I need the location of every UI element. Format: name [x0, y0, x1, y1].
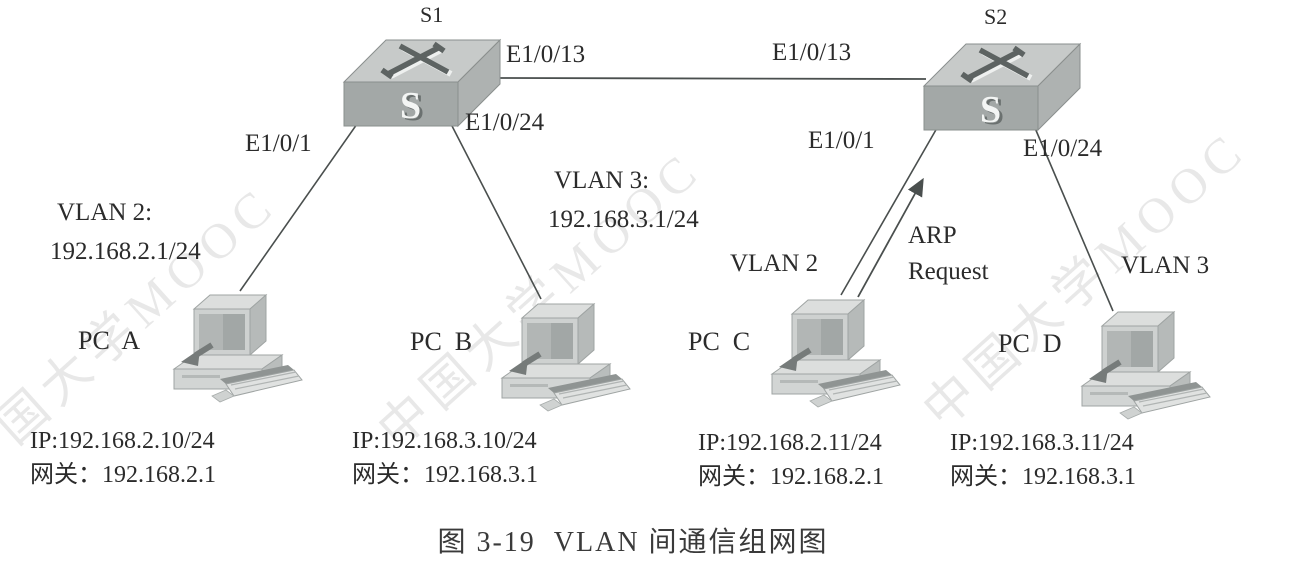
pc-c-label: PC C: [688, 327, 751, 356]
arp-request-label: ARP Request: [908, 218, 989, 291]
vlan3-interface-line1: VLAN 3:: [554, 167, 650, 194]
switch-label-s2: S2: [984, 4, 1008, 29]
switch-glyph-shadow: S: [983, 91, 1004, 132]
pc-c-gateway: 网关：192.168.2.1: [698, 464, 884, 491]
port-label-s1-right: E1/0/24: [465, 109, 545, 136]
pc-icon-d: [1076, 300, 1211, 435]
link-s2-pc-c: [840, 127, 938, 296]
pc-icon-c: [766, 288, 901, 423]
pc-d-label: PC D: [998, 329, 1062, 358]
pc-d-gateway: 网关：192.168.3.1: [950, 464, 1136, 491]
port-label-s2-left: E1/0/1: [808, 127, 875, 154]
pc-b-label: PC B: [410, 327, 473, 356]
arp-line2: Request: [908, 258, 989, 286]
pc-a-info: IP:192.168.2.10/24 网关：192.168.2.1: [30, 424, 216, 492]
trunk-link-s1-s2: [499, 77, 927, 80]
pc-b-info: IP:192.168.3.10/24 网关：192.168.3.1: [352, 424, 538, 492]
vlan2-interface-line2: 192.168.2.1/24: [50, 237, 201, 265]
pc-icon-a: [168, 283, 303, 418]
pc-d-ip: IP:192.168.3.11/24: [950, 430, 1134, 456]
switch-glyph-shadow: S: [403, 87, 424, 128]
link-s1-pc-b: [450, 123, 542, 300]
pc-b-gateway: 网关：192.168.3.1: [352, 462, 538, 489]
switch-icon-s1: S S: [342, 36, 502, 128]
pc-d-vlan-label: VLAN 3: [1121, 252, 1210, 279]
vlan3-interface-label: VLAN 3: 192.168.3.1/24: [548, 162, 699, 240]
arp-request-arrow: [857, 177, 924, 298]
link-s1-pc-a: [239, 123, 358, 292]
switch-icon-s2: S S: [922, 40, 1082, 132]
pc-b-ip: IP:192.168.3.10/24: [352, 428, 537, 454]
arp-line1: ARP: [908, 222, 957, 249]
pc-d-info: IP:192.168.3.11/24 网关：192.168.3.1: [950, 426, 1136, 494]
port-label-s1-left: E1/0/1: [245, 130, 312, 157]
pc-c-vlan-label: VLAN 2: [730, 250, 819, 277]
port-label-s1-trunk: E1/0/13: [506, 41, 586, 68]
port-label-s2-trunk: E1/0/13: [772, 39, 852, 66]
vlan3-interface-line2: 192.168.3.1/24: [548, 205, 699, 233]
pc-a-gateway: 网关：192.168.2.1: [30, 462, 216, 489]
pc-a-label: PC A: [78, 326, 141, 355]
pc-c-info: IP:192.168.2.11/24 网关：192.168.2.1: [698, 426, 884, 494]
vlan2-interface-line1: VLAN 2:: [57, 199, 153, 226]
port-label-s2-right: E1/0/24: [1023, 135, 1103, 162]
pc-icon-b: [496, 292, 631, 427]
vlan2-interface-label: VLAN 2: 192.168.2.1/24: [50, 194, 201, 272]
switch-glyph: S: [980, 89, 1001, 131]
link-s2-pc-d: [1034, 127, 1114, 312]
pc-a-ip: IP:192.168.2.10/24: [30, 428, 215, 454]
pc-c-ip: IP:192.168.2.11/24: [698, 430, 882, 456]
switch-label-s1: S1: [420, 2, 444, 27]
switch-glyph: S: [400, 85, 421, 127]
figure-caption: 图 3-19 VLAN 间通信组网图: [437, 527, 829, 558]
